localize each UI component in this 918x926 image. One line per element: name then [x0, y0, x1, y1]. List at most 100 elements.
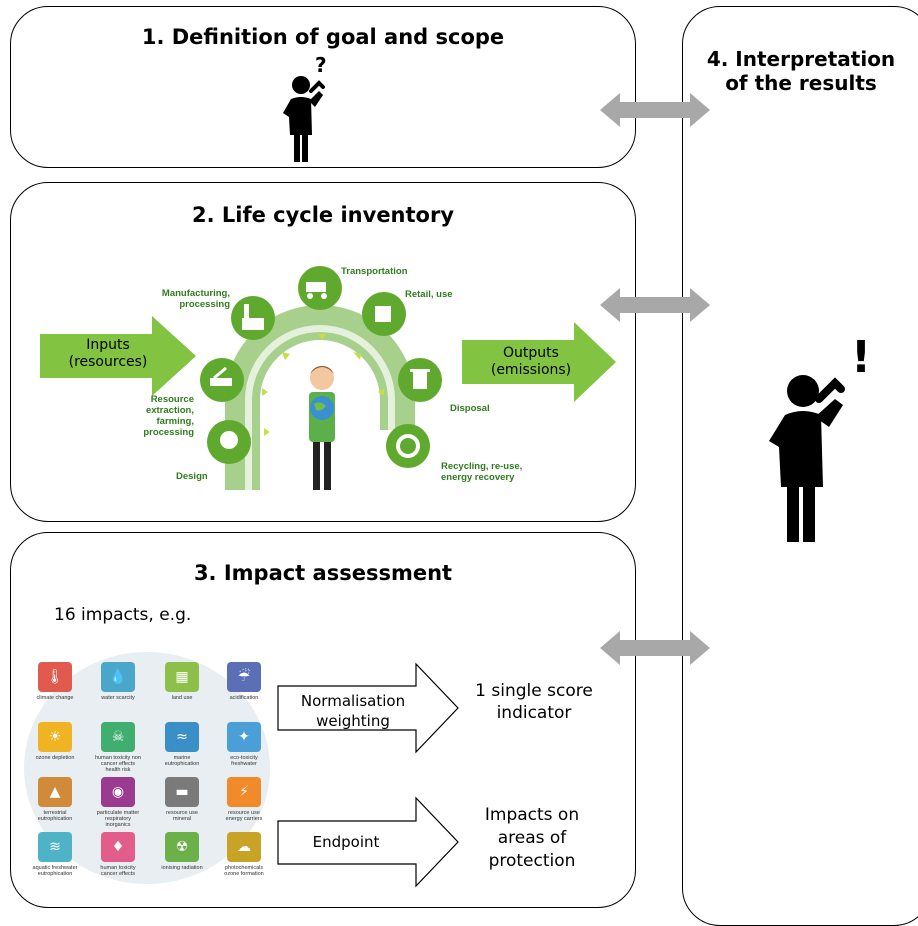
impact-label: climate change	[36, 695, 74, 701]
impact-label: eco-toxicity freshwater	[230, 755, 258, 767]
impact-item: 💧 water scarcity	[95, 662, 141, 701]
areas-line1: Impacts on	[484, 805, 580, 825]
impact-label: marine eutrophication	[164, 755, 200, 767]
cloud-rain-icon: ☔	[227, 662, 261, 692]
radiation-icon: ☢	[165, 832, 199, 862]
marine-icon: ≈	[165, 722, 199, 752]
step4-box: 4. Interpretation of the results !	[682, 6, 918, 926]
impact-item: ▲ terrestrial eutrophication	[32, 777, 78, 822]
inputs-arrow	[40, 316, 196, 396]
single-score-line1: 1 single score	[475, 681, 593, 701]
impact-label: water scarcity	[101, 695, 135, 701]
step1-box: 1. Definition of goal and scope ?	[10, 6, 636, 168]
stage-circle-manufacturing	[231, 296, 275, 340]
single-score-text: 1 single score indicator	[458, 680, 610, 724]
areas-line3: protection	[488, 851, 576, 871]
outputs-arrow	[462, 322, 616, 402]
impact-label: human toxicity cancer effects	[100, 865, 136, 877]
impact-label: human toxicity non cancer effects health…	[95, 755, 141, 773]
impact-label: resource use mineral	[166, 810, 198, 822]
impact-label: aquatic freshwater eutrophication	[32, 865, 78, 877]
energy-icon: ⚡	[227, 777, 261, 807]
impact-item: ☀ ozone depletion	[32, 722, 78, 761]
inward-arrows	[262, 334, 384, 436]
stage-label-disposal: Disposal	[450, 403, 490, 414]
normalisation-label: Normalisation weighting	[286, 691, 420, 731]
step3-subtitle: 16 impacts, e.g.	[54, 605, 192, 625]
person-with-globe	[309, 366, 335, 490]
step4-title-line2: of the results	[725, 71, 877, 95]
impact-label: photochemicals ozone formation	[224, 865, 264, 877]
step4-title-line1: 4. Interpretation	[706, 47, 896, 71]
stage-label-retail: Retail, use	[405, 289, 453, 300]
endpoint-label: Endpoint	[312, 833, 380, 851]
impact-item: ✦ eco-toxicity freshwater	[221, 722, 267, 767]
ribbon-icon: ♦	[101, 832, 135, 862]
impact-item: ≋ aquatic freshwater eutrophication	[32, 832, 78, 877]
inputs-line1: Inputs	[86, 337, 130, 353]
skull-icon: ☠	[101, 722, 135, 752]
outputs-line2: (emissions)	[490, 362, 572, 378]
thinking-person-icon	[769, 375, 845, 542]
stage-label-transportation: Transportation	[341, 266, 408, 277]
impact-item: ♦ human toxicity cancer effects	[95, 832, 141, 877]
outputs-label: Outputs (emissions)	[476, 345, 586, 379]
thinking-person-icon	[283, 76, 325, 162]
impact-item: 🌡 climate change	[32, 662, 78, 701]
stage-circle-extraction	[200, 358, 244, 402]
stage-circle-transportation	[298, 266, 342, 310]
endpoint-arrow	[277, 796, 459, 888]
inputs-line2: (resources)	[68, 354, 148, 370]
single-score-line2: indicator	[496, 703, 572, 723]
impact-item: ▬ resource use mineral	[159, 777, 205, 822]
impact-item: ☢ ionising radiation	[159, 832, 205, 871]
mine-cart-icon: ▬	[165, 777, 199, 807]
step4-title: 4. Interpretation of the results	[683, 47, 918, 95]
double-arrow-step3	[600, 631, 710, 665]
normalisation-arrow	[277, 662, 459, 754]
step1-title: 1. Definition of goal and scope	[141, 25, 505, 49]
fish-icon: ✦	[227, 722, 261, 752]
stage-circle-retail	[362, 292, 406, 336]
stage-circle-design	[207, 420, 251, 464]
normalisation-line1: Normalisation	[300, 692, 406, 710]
impact-label: terrestrial eutrophication	[37, 810, 73, 822]
stage-label-extraction: Resource extraction, farming, processing	[143, 394, 194, 438]
stage-label-recycling: Recycling, re-use, energy recovery	[441, 461, 523, 483]
areas-line2: areas of	[497, 828, 567, 848]
areas-of-protection-text: Impacts on areas of protection	[462, 804, 602, 873]
impact-label: resource use energy carriers	[225, 810, 263, 822]
step2-title: 2. Life cycle inventory	[191, 203, 455, 227]
impact-item: ☠ human toxicity non cancer effects healt…	[95, 722, 141, 773]
impact-label: acidification	[229, 695, 259, 701]
stage-circle-disposal	[398, 358, 442, 402]
double-arrow-step1	[600, 93, 710, 127]
outputs-line1: Outputs	[503, 345, 559, 361]
impact-label: land use	[171, 695, 193, 701]
sun-icon: ☀	[38, 722, 72, 752]
impact-item: ▦ land use	[159, 662, 205, 701]
terrain-icon: ▲	[38, 777, 72, 807]
land-icon: ▦	[165, 662, 199, 692]
impact-label: ionising radiation	[161, 865, 203, 871]
impact-item: ☁ photochemicals ozone formation	[221, 832, 267, 877]
smog-icon: ☁	[227, 832, 261, 862]
impact-label: ozone depletion	[35, 755, 75, 761]
impact-item: ☔ acidification	[221, 662, 267, 701]
impact-item: ⚡ resource use energy carriers	[221, 777, 267, 822]
thermometer-icon: 🌡	[38, 662, 72, 692]
impact-item: ≈ marine eutrophication	[159, 722, 205, 767]
normalisation-line2: weighting	[316, 712, 390, 730]
impact-item: ◉particulate matter respiratory inorgani…	[95, 777, 141, 828]
water-drop-icon: 💧	[101, 662, 135, 692]
exclamation-mark: !	[851, 332, 872, 383]
step3-title: 3. Impact assessment	[193, 561, 453, 585]
impact-label: particulate matter respiratory inorganic…	[96, 810, 140, 828]
aquatic-icon: ≋	[38, 832, 72, 862]
inputs-label: Inputs (resources)	[58, 337, 158, 371]
double-arrow-step2	[600, 288, 710, 322]
stage-circle-recycling	[386, 424, 430, 468]
question-mark: ?	[315, 53, 327, 77]
stage-label-design: Design	[176, 471, 208, 482]
